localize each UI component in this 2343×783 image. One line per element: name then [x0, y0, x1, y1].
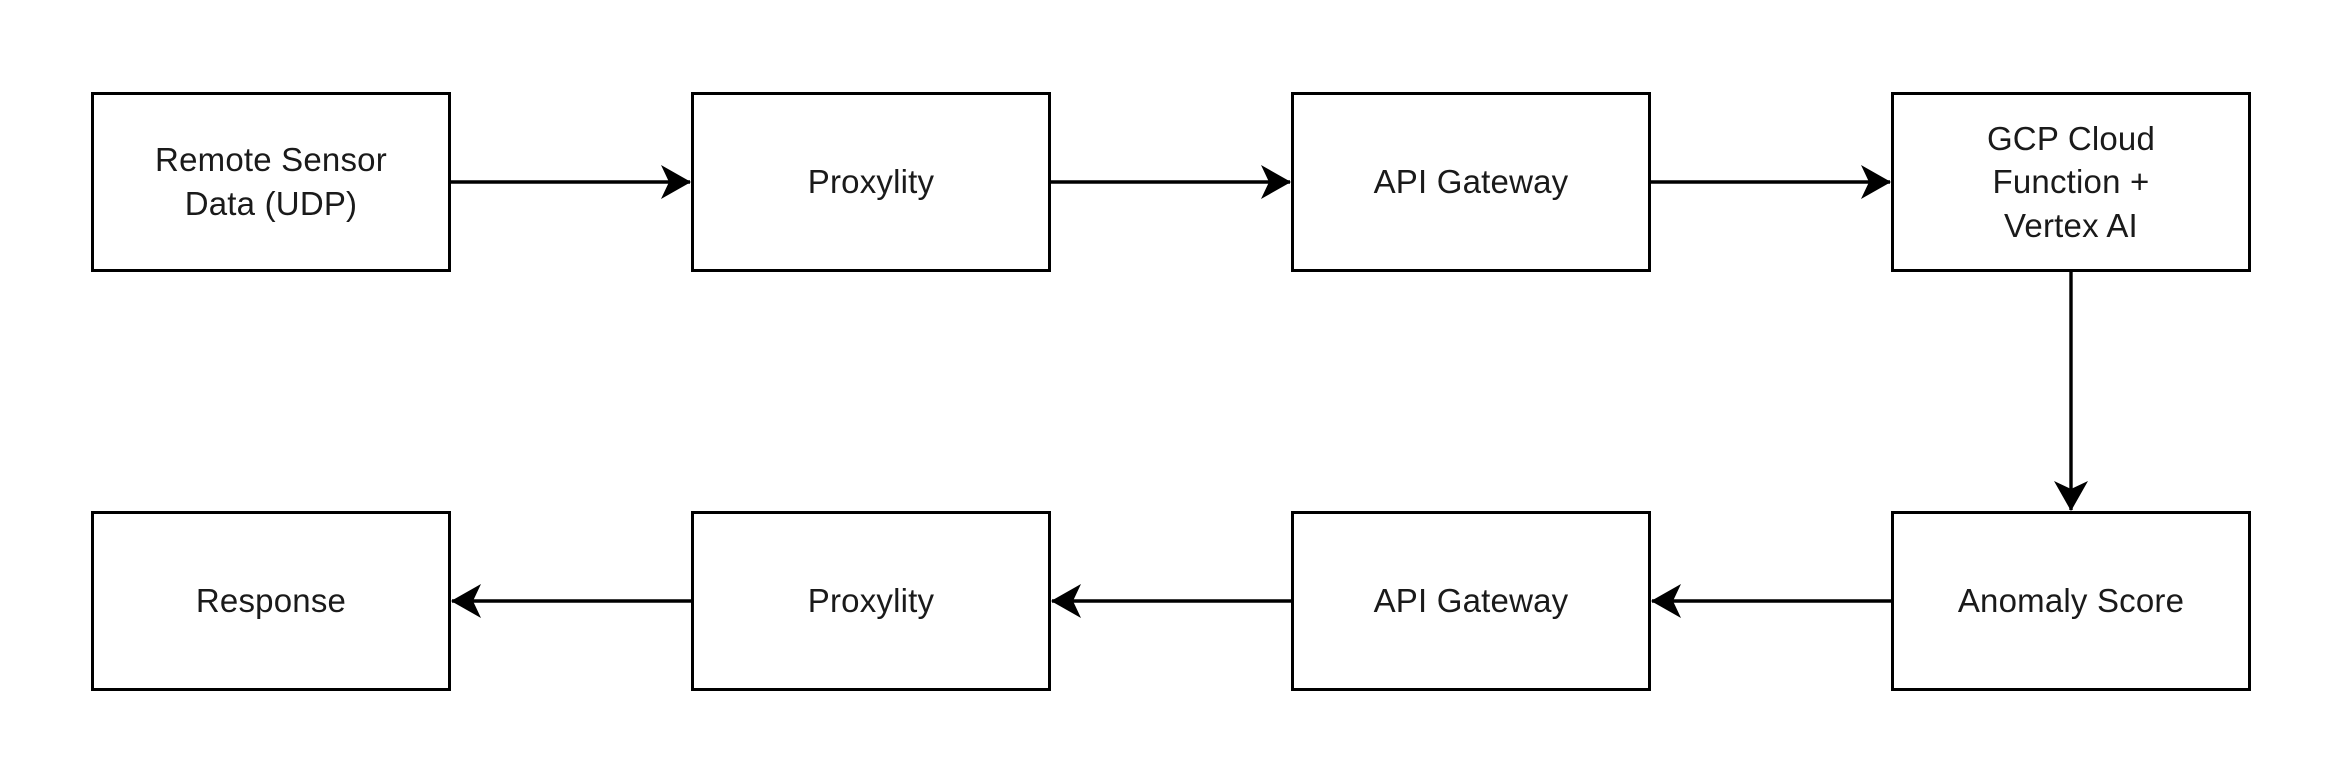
node-gcp-cloud-function-vertex-ai-label: GCP Cloud Function + Vertex AI: [1986, 119, 2156, 244]
node-remote-sensor-data: Remote Sensor Data (UDP): [91, 92, 451, 272]
node-proxylity-inbound-label: Proxylity: [807, 163, 935, 201]
node-gcp-cloud-function-vertex-ai: GCP Cloud Function + Vertex AI: [1891, 92, 2251, 272]
node-proxylity-outbound-label: Proxylity: [807, 582, 935, 620]
node-api-gateway-outbound: API Gateway: [1291, 511, 1651, 691]
node-response: Response: [91, 511, 451, 691]
node-api-gateway-inbound: API Gateway: [1291, 92, 1651, 272]
node-proxylity-outbound: Proxylity: [691, 511, 1051, 691]
node-remote-sensor-data-label: Remote Sensor Data (UDP): [155, 141, 387, 222]
node-anomaly-score: Anomaly Score: [1891, 511, 2251, 691]
node-api-gateway-inbound-label: API Gateway: [1373, 163, 1569, 201]
node-anomaly-score-label: Anomaly Score: [1957, 582, 2185, 620]
node-proxylity-inbound: Proxylity: [691, 92, 1051, 272]
node-api-gateway-outbound-label: API Gateway: [1373, 582, 1569, 620]
node-response-label: Response: [195, 582, 347, 620]
